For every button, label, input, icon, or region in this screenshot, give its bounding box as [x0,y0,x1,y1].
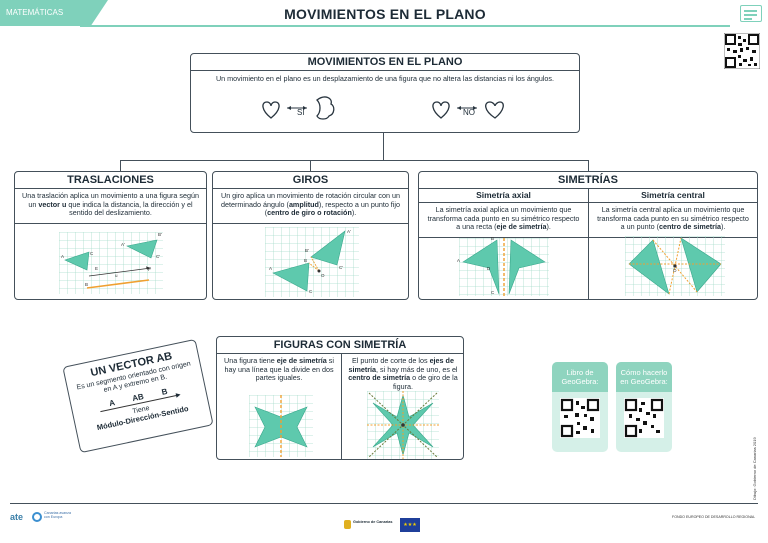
subject-tab[interactable]: MATEMÁTICAS [0,0,108,26]
subject-tab-label: MATEMÁTICAS [6,8,64,17]
giros-box: GIROS Un giro aplica un movimiento de ro… [212,171,409,300]
geogebra-howto-card[interactable]: Cómo hacerlo en GeoGebra: [616,362,672,452]
no-label: NO [463,108,475,117]
connector-traslaciones [120,160,122,171]
central-section: Simetría central La simetría central apl… [589,189,757,238]
trasl-label-c2: C' [156,254,161,259]
trasl-label-b2: B' [158,232,162,237]
axial-text: La simetría axial aplica un movimiento q… [419,203,588,238]
connector-simetrias [588,160,590,171]
axial-section: Simetría axial La simetría axial aplica … [419,189,588,238]
central-text: La simetría central aplica un movimiento… [589,203,757,238]
footer-canarias-logo: Canarias avanza con Europa [32,510,74,526]
axial-label-b: B [491,236,495,241]
giro-diagram [265,227,359,297]
slides-icon[interactable] [740,5,762,22]
geogebra-book-label: Libro de GeoGebra: [552,362,608,392]
side-credit: Dibujo: Gobierno de Canarias 2019 [752,437,757,500]
giro-label-a2: A' [347,229,351,234]
figuras-box: FIGURAS CON SIMETRÍA Una figura tiene ej… [216,336,464,460]
giro-label-b2: B' [305,248,309,253]
trasl-label-f: F [148,267,151,272]
trasl-label-c: C [90,251,94,256]
axial-label-a: A [457,258,461,263]
yes-example-diagram [262,96,335,120]
central-diagram [625,236,725,296]
connector-vertical [383,133,385,161]
giros-text: Un giro aplica un movimiento de rotación… [213,189,408,224]
geogebra-book-card[interactable]: Libro de GeoGebra: [552,362,608,452]
axis-symmetry-figure [249,395,313,457]
vector-point-a: A [108,398,116,409]
simetrias-divider [588,189,590,299]
giros-title: GIROS [213,172,408,189]
figuras-left-text: Una figura tiene eje de simetría si hay … [224,356,334,383]
intro-title: MOVIMIENTOS EN EL PLANO [191,54,579,71]
figuras-right-text: El punto de corte de los ejes de simetrí… [348,356,458,391]
figuras-title: FIGURAS CON SIMETRÍA [217,337,463,354]
traslaciones-text: Una traslación aplica un movimiento a un… [15,189,206,224]
vector-point-b: B [160,386,169,397]
giro-label-a: A [269,266,273,271]
intro-text: Un movimiento en el plano es un desplaza… [215,74,555,83]
giro-label-b: B [304,258,308,263]
axial-title: Simetría axial [419,189,588,203]
trasl-label-e: E [95,266,99,271]
central-label-o: O [673,268,677,273]
traslacion-diagram [59,232,163,294]
geogebra-howto-label: Cómo hacerlo en GeoGebra: [616,362,672,392]
axial-label-d: D [487,266,491,271]
trasl-label-a2: A' [121,242,125,247]
giro-label-c: C [309,289,313,294]
footer-fondo-text: FONDO EUROPEO DE DESARROLLO REGIONAL [672,515,756,519]
central-title: Simetría central [589,189,757,203]
header-divider [80,25,730,27]
axial-label-c: C [491,290,495,295]
center-symmetry-figure [367,391,439,459]
footer-ate-logo: ate [10,512,24,522]
simetrias-title: SIMETRÍAS [419,172,757,189]
footer-divider [10,503,758,504]
giro-label-o: O [321,273,325,278]
footer-gobierno-logo: Gobierno de Canarias [344,519,396,533]
traslaciones-title: TRASLACIONES [15,172,206,189]
simetrias-box: SIMETRÍAS Simetría axial La simetría axi… [418,171,758,300]
yes-label: SÍ [297,108,305,117]
eu-flag-icon: ★★★ [400,518,420,532]
trasl-label-a: A [61,254,65,259]
qr-code-icon[interactable] [724,33,760,69]
intro-box: MOVIMIENTOS EN EL PLANO Un movimiento en… [190,53,580,133]
canarias-circle-icon [32,512,42,522]
connector-horizontal [120,160,588,162]
traslaciones-box: TRASLACIONES Una traslación aplica un mo… [14,171,207,300]
trasl-label-u: u [115,273,118,278]
connector-giros [310,160,312,171]
vector-card: UN VECTOR AB Es un segmento orientado co… [62,338,214,454]
page-title: MOVIMIENTOS EN EL PLANO [284,6,486,22]
no-example-diagram [432,101,504,119]
geogebra-howto-qr-icon[interactable] [624,398,664,438]
trasl-label-b: B [85,282,89,287]
axial-diagram [459,238,549,296]
giro-label-c2: C' [339,265,344,270]
gobierno-shield-icon [344,520,351,529]
figuras-divider [341,354,343,459]
geogebra-book-qr-icon[interactable] [560,398,600,438]
